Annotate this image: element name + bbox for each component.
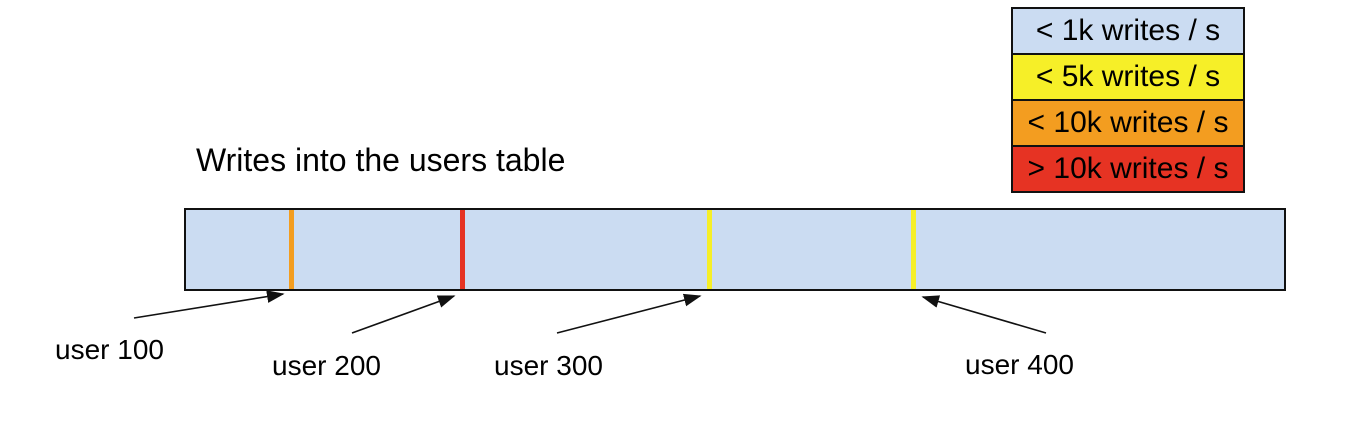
legend-label: < 10k writes / s — [1027, 106, 1229, 139]
diagram-title: Writes into the users table — [196, 142, 566, 178]
legend-label: < 1k writes / s — [1035, 14, 1221, 47]
legend-row-lt-10k: < 10k writes / s — [1011, 99, 1245, 147]
arrow-user-100 — [133, 290, 285, 319]
marker-stripe-user-300 — [707, 210, 712, 289]
arrow-user-300 — [556, 293, 702, 334]
legend-row-gt-10k: > 10k writes / s — [1011, 145, 1245, 193]
users-table-bar — [184, 208, 1286, 291]
marker-stripe-user-100 — [289, 210, 294, 289]
legend-label: > 10k writes / s — [1027, 152, 1229, 185]
legend-row-lt-1k: < 1k writes / s — [1011, 7, 1245, 55]
legend-row-lt-5k: < 5k writes / s — [1011, 53, 1245, 101]
marker-stripe-user-200 — [460, 210, 465, 289]
user-200-label: user 200 — [272, 350, 381, 381]
user-400-label: user 400 — [965, 349, 1074, 380]
arrow-user-200 — [351, 295, 456, 334]
arrow-user-400 — [921, 295, 1047, 334]
legend-label: < 5k writes / s — [1035, 60, 1221, 93]
user-300-label: user 300 — [494, 350, 603, 381]
user-100-label: user 100 — [55, 334, 164, 365]
marker-stripe-user-400 — [911, 210, 916, 289]
legend: < 1k writes / s < 5k writes / s < 10k wr… — [1011, 7, 1245, 193]
